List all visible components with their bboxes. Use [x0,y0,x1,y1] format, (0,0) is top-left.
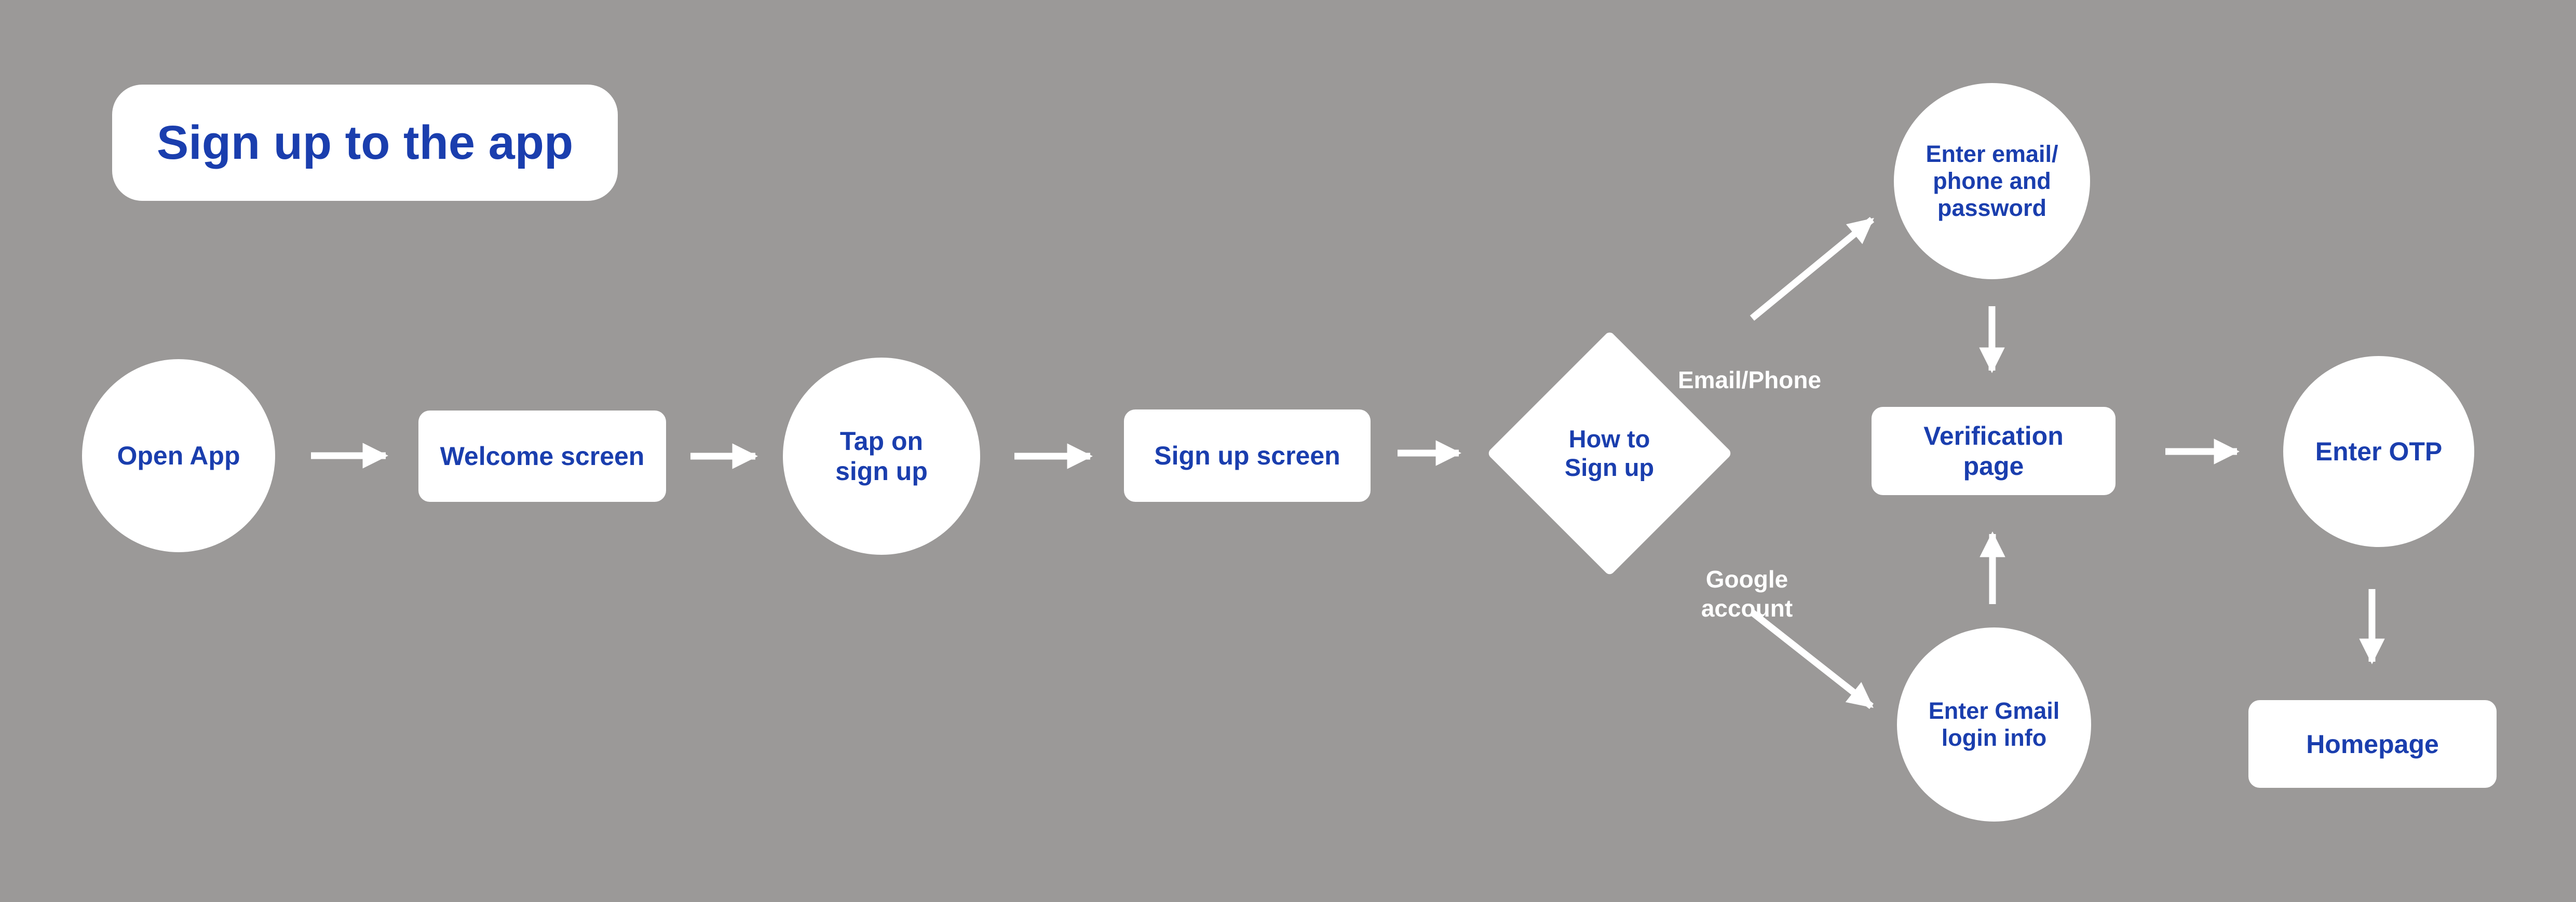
node-enter-otp-label: Enter OTP [2315,437,2443,466]
node-open-app: Open App [82,359,275,552]
node-tap-on-sign-up: Tap on sign up [783,358,980,555]
node-open-app-label: Open App [117,441,240,470]
node-sign-up-screen-label: Sign up screen [1154,441,1340,470]
node-welcome-screen: Welcome screen [418,411,666,502]
node-welcome-screen-label: Welcome screen [440,442,645,471]
edge-label-google-account-text: Google account [1701,566,1793,622]
edge-label-email-phone-text: Email/Phone [1677,366,1822,394]
edge-label-google-account: Google account [1664,536,1830,623]
edge-label-email-phone: Email/Phone [1646,336,1853,394]
node-how-to-sign-up-label: How to Sign up [1564,425,1655,481]
node-enter-email-label: Enter email/ phone and password [1926,140,2058,222]
node-enter-gmail-label: Enter Gmail login info [1928,697,2060,751]
title-box: Sign up to the app [112,85,618,201]
node-verification-page: Verification page [1872,407,2116,495]
node-how-to-sign-up: How to Sign up [1531,404,1687,502]
node-sign-up-screen: Sign up screen [1124,409,1371,502]
node-verification-page-label: Verification page [1923,421,2064,481]
page-title: Sign up to the app [156,116,574,169]
node-enter-otp: Enter OTP [2283,356,2474,547]
node-enter-gmail: Enter Gmail login info [1897,627,2091,822]
arrow-decision-to-gmail [1750,609,1874,709]
arrow-decision-to-email [1750,216,1875,321]
node-homepage: Homepage [2248,700,2497,788]
node-enter-email: Enter email/ phone and password [1894,83,2090,279]
node-tap-on-sign-up-label: Tap on sign up [835,427,928,486]
node-homepage-label: Homepage [2306,729,2439,759]
